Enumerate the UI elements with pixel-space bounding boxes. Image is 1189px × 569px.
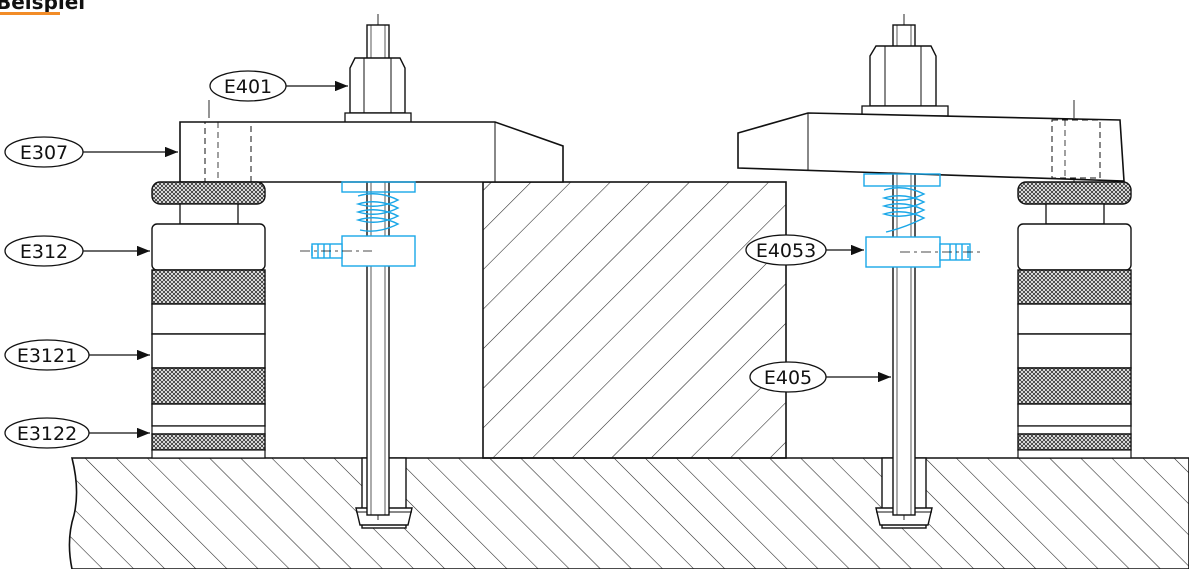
base-plate xyxy=(68,457,1189,569)
callout-E401: E401 xyxy=(209,70,348,102)
callout-E4053: E4053 xyxy=(745,234,864,266)
callout-E3122: E3122 xyxy=(4,417,150,449)
right-spring xyxy=(863,173,971,268)
label-E307: E307 xyxy=(20,142,68,164)
left-support-column xyxy=(151,181,266,459)
workpiece xyxy=(482,181,787,459)
callout-E3121: E3121 xyxy=(4,339,150,371)
left-clamp-assembly xyxy=(151,14,564,520)
callout-E312: E312 xyxy=(4,235,150,267)
header-underline xyxy=(0,12,60,15)
callout-E405: E405 xyxy=(749,361,891,393)
label-E3121: E3121 xyxy=(17,345,77,367)
label-E312: E312 xyxy=(20,241,68,263)
right-clamp-assembly xyxy=(737,14,1132,520)
label-E401: E401 xyxy=(224,76,272,98)
callout-E307: E307 xyxy=(4,136,178,168)
label-E4053: E4053 xyxy=(756,240,816,262)
right-support-column xyxy=(1017,181,1132,459)
label-E3122: E3122 xyxy=(17,423,77,445)
left-spring xyxy=(311,181,416,267)
section-header: Beispiel xyxy=(0,0,86,14)
label-E405: E405 xyxy=(764,367,812,389)
